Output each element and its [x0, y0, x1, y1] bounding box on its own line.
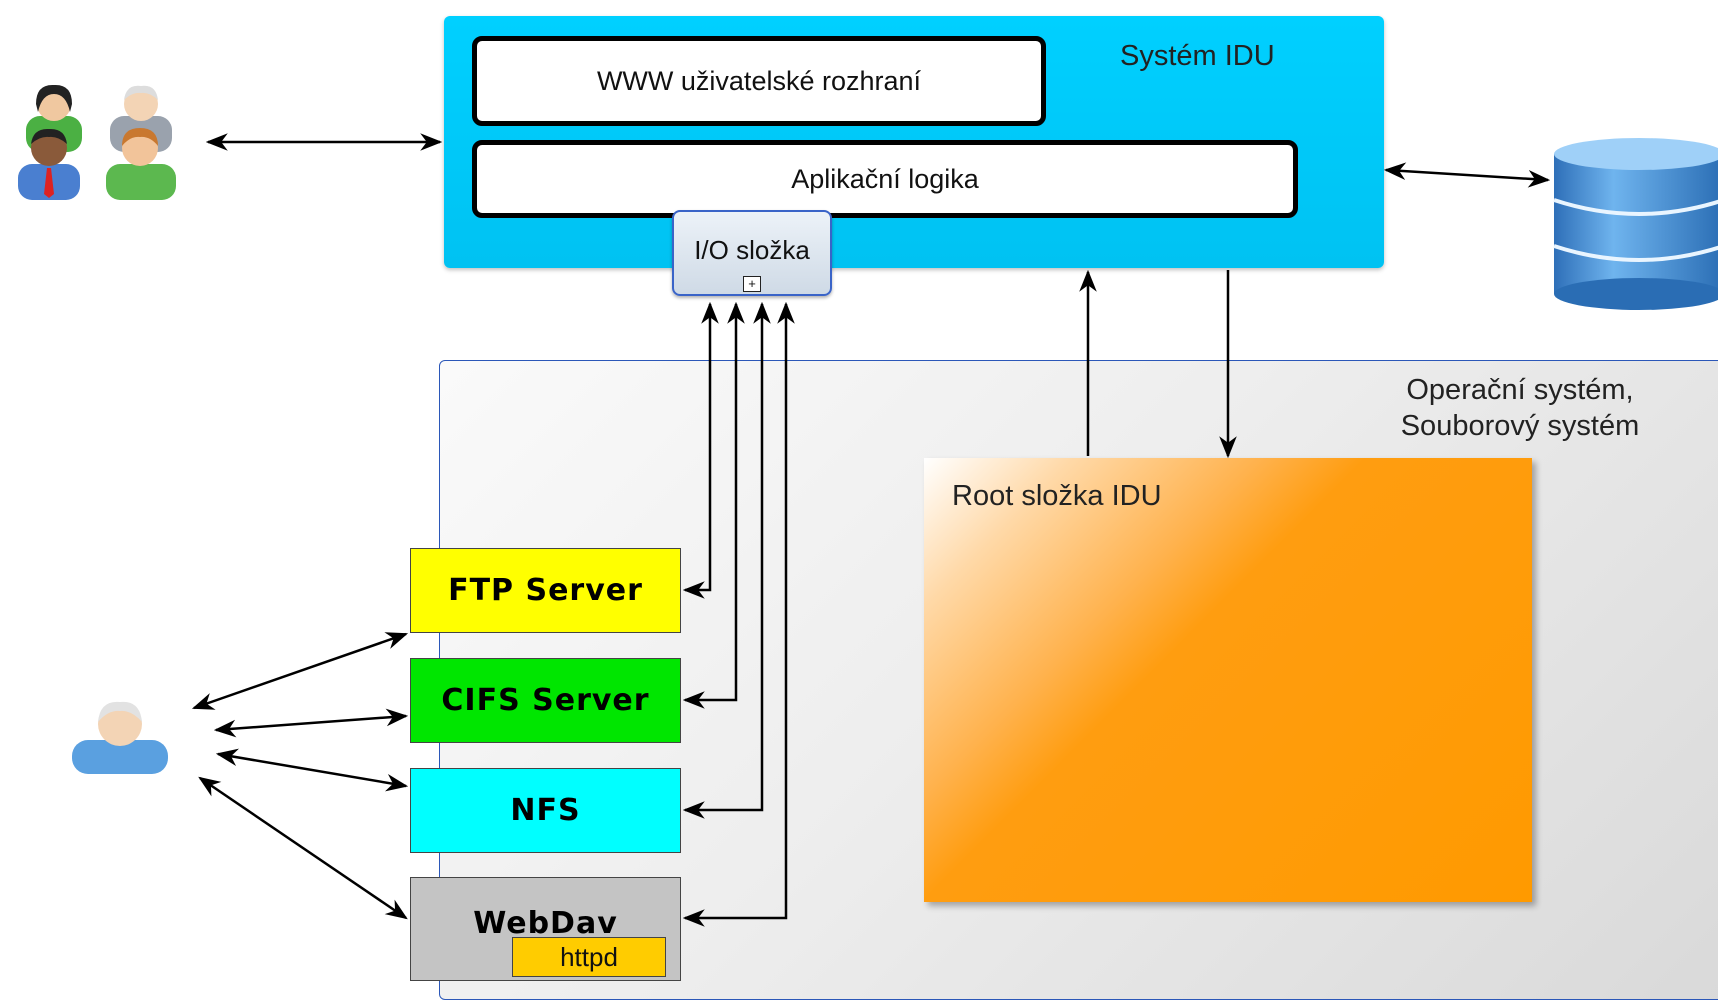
io-folder-label: I/O složka	[694, 235, 810, 265]
database-icon	[1552, 136, 1718, 311]
user-redhead-icon	[106, 128, 176, 200]
expand-icon[interactable]: +	[743, 276, 761, 292]
io-webdav-connector	[682, 301, 795, 927]
root-folder-label: Root složka IDU	[952, 480, 1162, 512]
nfs-box: NFS	[410, 768, 681, 853]
user-man-icon	[18, 128, 80, 200]
httpd-label: httpd	[560, 941, 618, 972]
io-folder-box: I/O složka +	[672, 210, 832, 296]
user-icon	[66, 698, 174, 774]
httpd-box: httpd	[512, 937, 666, 977]
system-database-arrow	[1383, 162, 1551, 188]
www-ui-box: WWW uživatelské rozhraní	[472, 36, 1046, 126]
user-nfs-arrow	[215, 748, 409, 792]
root-folder-box	[924, 458, 1532, 902]
ftp-server-box: FTP Server	[410, 548, 681, 633]
nfs-label: NFS	[510, 793, 581, 828]
cifs-server-box: CIFS Server	[410, 658, 681, 743]
os-label-line1: Operační systém,	[1406, 374, 1634, 406]
io-nfs-connector	[682, 301, 771, 819]
ftp-server-label: FTP Server	[448, 573, 643, 608]
app-logic-box: Aplikační logika	[472, 140, 1298, 218]
www-ui-label: WWW uživatelské rozhraní	[596, 65, 922, 96]
io-ftp-connector	[682, 301, 719, 599]
cifs-server-label: CIFS Server	[441, 683, 650, 718]
os-label-line2: Souborový systém	[1400, 410, 1640, 442]
webdav-label: WebDav	[473, 906, 618, 941]
os-filesystem-label: Operační systém, Souborový systém	[1350, 372, 1690, 444]
user-ftp-arrow	[191, 632, 409, 710]
idu-system-title: Systém IDU	[1120, 40, 1275, 72]
users-group-icon	[14, 82, 184, 200]
user-cifs-arrow	[213, 708, 409, 738]
user-webdav-arrow	[198, 776, 408, 920]
app-logic-label: Aplikační logika	[791, 163, 979, 194]
